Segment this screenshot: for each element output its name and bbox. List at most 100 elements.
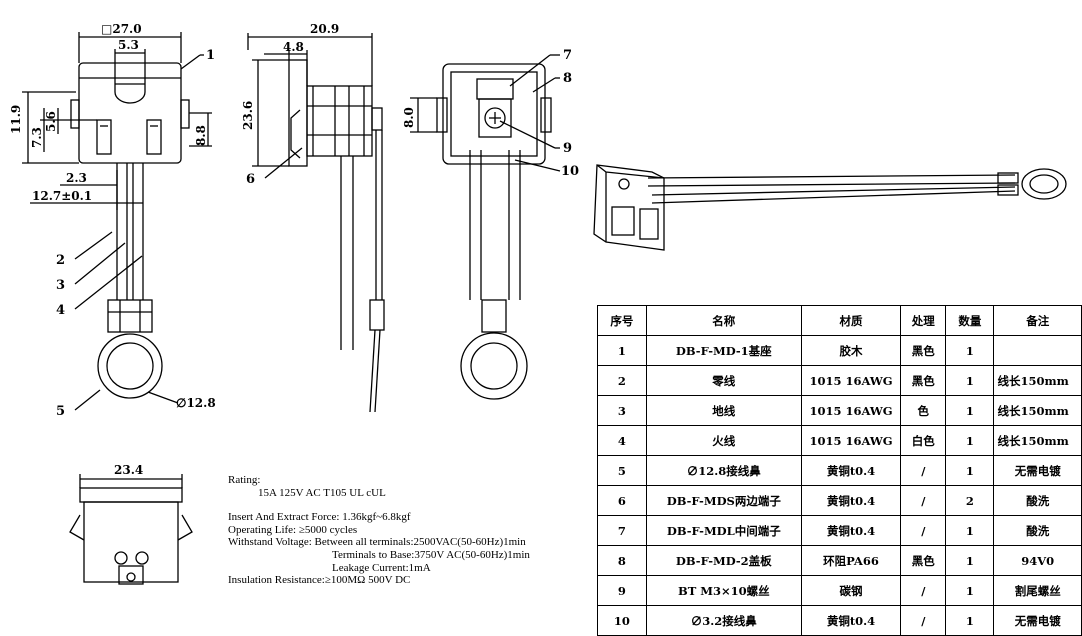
bom-cell: 94V0 (993, 545, 1082, 576)
callout-1: 1 (206, 48, 215, 63)
bom-cell: 1 (945, 575, 995, 606)
bom-cell: 零线 (645, 365, 802, 396)
dim-8-8: 8.8 (194, 125, 208, 146)
bom-header-remark: 备注 (993, 305, 1082, 336)
callout-4: 4 (56, 303, 65, 318)
bom-cell: 1 (945, 335, 995, 366)
dim-4-8: 4.8 (283, 40, 304, 54)
bom-cell: 2 (597, 365, 647, 396)
bom-cell: / (900, 515, 947, 546)
spec-notes: Rating: 15A 125V AC T105 UL cUL Insert A… (228, 474, 588, 587)
dim-2-3: 2.3 (66, 171, 87, 185)
rating-label: Rating: (228, 474, 261, 486)
bom-cell: / (900, 605, 947, 636)
dim-7-3: 7.3 (30, 127, 44, 148)
bom-cell: 酸洗 (993, 515, 1082, 546)
iso-view (593, 164, 1067, 251)
dim-27: □27.0 (101, 22, 142, 36)
back-view (410, 54, 561, 400)
bom-header-treatment: 处理 (900, 305, 947, 336)
bom-cell: 黄铜t0.4 (800, 515, 902, 546)
bom-header-row: 序号 名称 材质 处理 数量 备注 (597, 305, 1082, 336)
bom-cell: / (900, 455, 947, 486)
bom-cell: 地线 (645, 395, 802, 426)
bom-cell: 无需电镀 (993, 605, 1082, 636)
bom-header-name: 名称 (645, 305, 802, 336)
bom-cell: DB-F-MDL中间端子 (645, 515, 802, 546)
dim-11-9: 11.9 (9, 105, 23, 134)
bom-cell: 黑色 (900, 335, 947, 366)
dim-20-9: 20.9 (310, 22, 339, 36)
side-view (247, 33, 385, 413)
bom-header-no: 序号 (597, 305, 647, 336)
bom-cell: 酸洗 (993, 485, 1082, 516)
bom-cell: 5 (597, 455, 647, 486)
bom-cell: 白色 (900, 425, 947, 456)
bom-cell: 黄铜t0.4 (800, 485, 902, 516)
callout-6: 6 (246, 172, 255, 187)
insert-force: Insert And Extract Force: 1.36kgf~6.8kgf (228, 511, 411, 524)
callout-10: 10 (561, 164, 579, 179)
callout-8: 8 (563, 71, 572, 86)
bom-header-qty: 数量 (945, 305, 995, 336)
bom-cell: 无需电镀 (993, 455, 1082, 486)
bom-cell: DB-F-MD-1基座 (645, 335, 802, 366)
bom-cell: 环阻PA66 (800, 545, 902, 576)
callout-2: 2 (56, 253, 65, 268)
screw-icon (484, 107, 506, 129)
dim-ring-12-8: ∅12.8 (176, 396, 216, 410)
bom-cell: 碳钢 (800, 575, 902, 606)
bom-cell: ∅3.2接线鼻 (645, 605, 802, 636)
dim-23-4: 23.4 (114, 463, 143, 477)
bom-cell: DB-F-MDS两边端子 (645, 485, 802, 516)
bom-cell: 1015 16AWG (800, 365, 902, 396)
bom-cell: 1015 16AWG (800, 425, 902, 456)
bom-cell: / (900, 575, 947, 606)
bom-cell: 黑色 (900, 545, 947, 576)
dim-12-7: 12.7±0.1 (32, 189, 92, 203)
dim-23-6: 23.6 (241, 101, 255, 130)
bom-cell: 黄铜t0.4 (800, 455, 902, 486)
bom-cell: 胶木 (800, 335, 902, 366)
bom-cell: 线长150mm (993, 395, 1082, 426)
bom-cell: 黄铜t0.4 (800, 605, 902, 636)
bom-cell: 2 (945, 485, 995, 516)
withstand-voltage: Withstand Voltage: Between all terminals… (228, 536, 526, 549)
rating-value: 15A 125V AC T105 UL cUL (258, 486, 386, 499)
bom-cell: 黑色 (900, 365, 947, 396)
callout-9: 9 (563, 141, 572, 156)
bom-cell: 1 (945, 545, 995, 576)
bom-cell: 火线 (645, 425, 802, 456)
callout-3: 3 (56, 278, 65, 293)
bom-cell: 1 (945, 515, 995, 546)
bom-cell: 线长150mm (993, 425, 1082, 456)
insulation-resistance: Insulation Resistance:≥100MΩ 500V DC (228, 574, 411, 587)
bom-cell: 3 (597, 395, 647, 426)
bom-cell: 1 (945, 395, 995, 426)
bom-cell: / (900, 485, 947, 516)
bom-cell: 1 (597, 335, 647, 366)
bom-cell: 色 (900, 395, 947, 426)
bom-cell: 1 (945, 605, 995, 636)
leakage-current: Leakage Current:1mA (332, 561, 431, 574)
bom-cell: DB-F-MD-2盖板 (645, 545, 802, 576)
callout-7: 7 (563, 48, 572, 63)
bottom-view (69, 474, 193, 585)
bom-cell: 8 (597, 545, 647, 576)
operating-life: Operating Life: ≥5000 cycles (228, 523, 358, 536)
bom-cell: 1 (945, 365, 995, 396)
bom-cell: 1015 16AWG (800, 395, 902, 426)
bom-header-material: 材质 (800, 305, 902, 336)
bom-cell: 7 (597, 515, 647, 546)
bom-cell: 线长150mm (993, 365, 1082, 396)
